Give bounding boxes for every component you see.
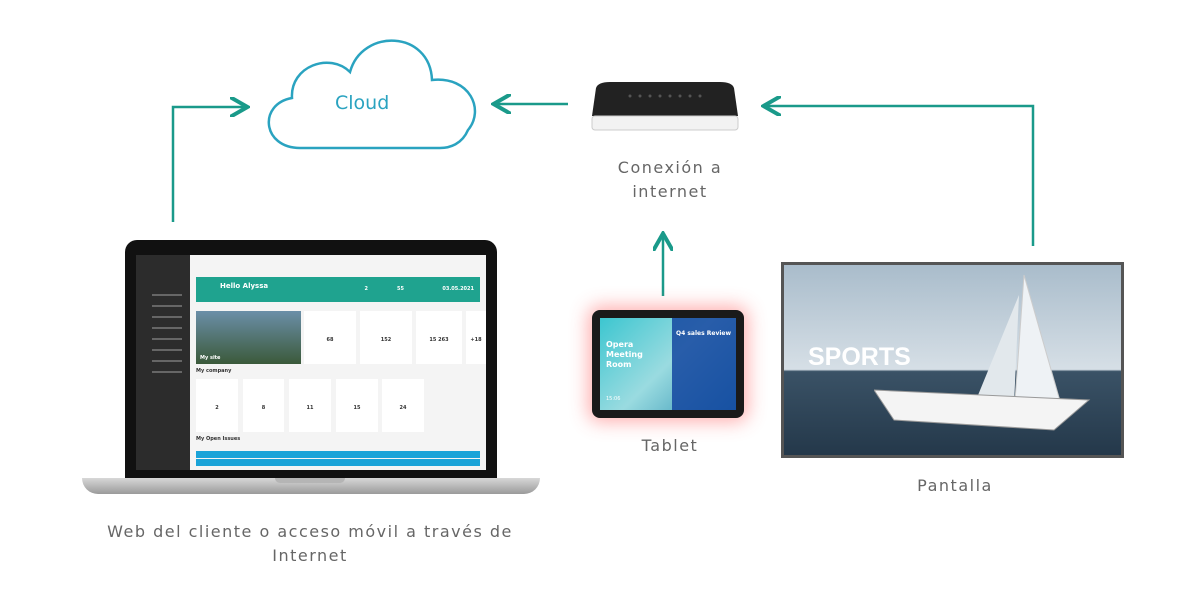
kpi-card: 15 263 — [416, 311, 462, 364]
my-site-label: My site — [200, 355, 221, 361]
company-card: 11 — [289, 379, 331, 432]
stat-2: 55 — [397, 286, 404, 292]
open-issues-title: My Open Issues — [196, 436, 241, 442]
arrow-screen-to-router — [766, 106, 1035, 246]
laptop-notch — [275, 478, 345, 483]
stat-1: 2 — [364, 286, 368, 292]
issue-row — [196, 451, 480, 458]
screen-label: Pantalla — [917, 476, 993, 495]
kpi-card: +18 — [466, 311, 486, 364]
kpi-card: 68 — [304, 311, 356, 364]
company-card: 8 — [243, 379, 284, 432]
sailboat-image — [874, 274, 1091, 431]
company-card: 2 — [196, 379, 238, 432]
laptop-base — [82, 478, 540, 494]
laptop-label: Web del cliente o acceso móvil a través … — [107, 522, 513, 565]
issue-row — [196, 459, 480, 466]
dashboard-main: Hello Alyssa 2 55 03.05.2021 My site 68 … — [190, 255, 486, 470]
time: 15:06 — [606, 396, 621, 402]
router-label: Conexión a internet — [617, 158, 723, 201]
tv-title: SPORTS — [808, 343, 911, 371]
cloud-label: Cloud — [335, 92, 390, 114]
company-card: 24 — [382, 379, 424, 432]
date: 03.05.2021 — [442, 286, 474, 292]
meeting-panel: Q4 sales Review — [672, 318, 736, 410]
kpi-card: 152 — [360, 311, 412, 364]
my-site-image: My site — [196, 311, 301, 364]
company-card: 15 — [336, 379, 378, 432]
tv-screen: SPORTS — [781, 262, 1124, 458]
tablet-label: Tablet — [641, 436, 699, 455]
laptop-screen: Hello Alyssa 2 55 03.05.2021 My site 68 … — [136, 255, 486, 470]
room-name: Opera Meeting Room — [606, 340, 643, 369]
tablet-screen: Opera Meeting Room 15:06 Q4 sales Review — [600, 318, 736, 410]
dashboard-sidebar — [136, 255, 190, 470]
cloud-icon — [267, 39, 477, 150]
meeting-title: Q4 sales Review — [676, 330, 732, 337]
router-icon — [591, 82, 739, 131]
greeting-text: Hello Alyssa — [220, 282, 269, 290]
my-company-title: My company — [196, 368, 232, 374]
arrow-laptop-to-cloud — [171, 107, 245, 222]
greeting-banner: Hello Alyssa 2 55 03.05.2021 — [196, 277, 480, 302]
